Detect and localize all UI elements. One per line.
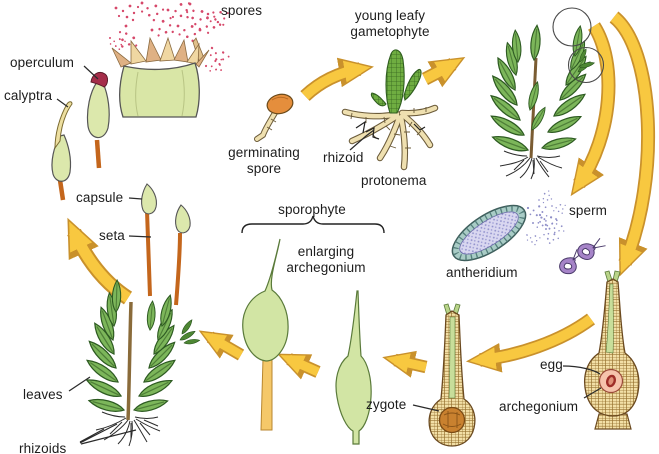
seta-and-capsule-b bbox=[174, 204, 191, 306]
label-connector-lines bbox=[56, 65, 602, 445]
magnifier-circles bbox=[552, 7, 605, 84]
protonema-filaments bbox=[341, 104, 439, 171]
label-capsule: capsule bbox=[76, 190, 124, 205]
label-operculum: operculum bbox=[10, 55, 74, 70]
moss-left-rhizoids bbox=[95, 411, 161, 447]
antheridium-figure bbox=[451, 189, 606, 275]
peristome-teeth bbox=[111, 36, 210, 68]
moss-with-sporophytes bbox=[83, 183, 201, 447]
label-enlarging-archegonium: enlarging archegonium bbox=[286, 244, 366, 275]
label-antheridium: antheridium bbox=[446, 265, 518, 280]
moss-left-side-shoot bbox=[178, 318, 201, 346]
moss-right-leaves bbox=[487, 24, 591, 156]
arrow-gametophyte-to-archegonium bbox=[614, 17, 648, 263]
label-young-leafy-gametophyte: young leafy gametophyte bbox=[350, 8, 430, 39]
mature-gametophyte bbox=[487, 7, 605, 180]
label-zygote: zygote bbox=[366, 397, 407, 412]
calyptra-hood bbox=[54, 101, 73, 150]
sporophyte-brace bbox=[241, 215, 385, 234]
seta-and-capsule-a bbox=[141, 183, 157, 297]
arrow-archegonium-to-moss bbox=[210, 337, 241, 355]
circle-bud bbox=[567, 46, 605, 84]
label-leaves: leaves bbox=[23, 387, 63, 402]
open-capsule bbox=[111, 36, 210, 118]
label-rhizoid: rhizoid bbox=[323, 150, 364, 165]
moss-right-rhizoids bbox=[499, 150, 563, 180]
young-gametophyte bbox=[341, 49, 439, 171]
label-seta: seta bbox=[99, 228, 125, 243]
sperm-spray-dots bbox=[524, 189, 566, 247]
arrow-archegonium-small-to-large bbox=[289, 359, 318, 372]
label-protonema: protonema bbox=[361, 173, 427, 188]
sperm-cells bbox=[559, 238, 606, 275]
label-rhizoids: rhizoids bbox=[19, 441, 67, 454]
label-egg: egg bbox=[540, 357, 563, 372]
arrow-young-to-mature-gametophyte bbox=[425, 64, 453, 79]
enlarging-archegonium-small bbox=[335, 290, 372, 445]
archegonium-figure bbox=[584, 270, 640, 430]
arrow-zygote-to-archegonium-small bbox=[395, 360, 426, 367]
label-archegonium: archegonium bbox=[499, 399, 579, 414]
circle-shoot-tip bbox=[552, 7, 592, 47]
rhizoid-branches bbox=[355, 120, 426, 140]
label-germinating-spore: germinating spore bbox=[228, 145, 300, 176]
young-shoots bbox=[370, 49, 422, 114]
germinating-spore bbox=[254, 93, 294, 142]
zygote-figure bbox=[428, 303, 476, 447]
arrow-germination-to-gametophyte bbox=[305, 69, 360, 96]
enlarging-archegonium-large bbox=[242, 238, 289, 431]
zygote-cell bbox=[438, 406, 466, 434]
capsule-with-operculum bbox=[86, 71, 110, 169]
capsule-with-calyptra bbox=[51, 101, 73, 201]
label-spores: spores bbox=[221, 3, 263, 18]
label-sperm: sperm bbox=[569, 203, 608, 218]
label-sporophyte: sporophyte bbox=[278, 202, 346, 217]
label-calyptra: calyptra bbox=[4, 88, 53, 103]
arrow-egg-to-zygote bbox=[480, 319, 591, 360]
